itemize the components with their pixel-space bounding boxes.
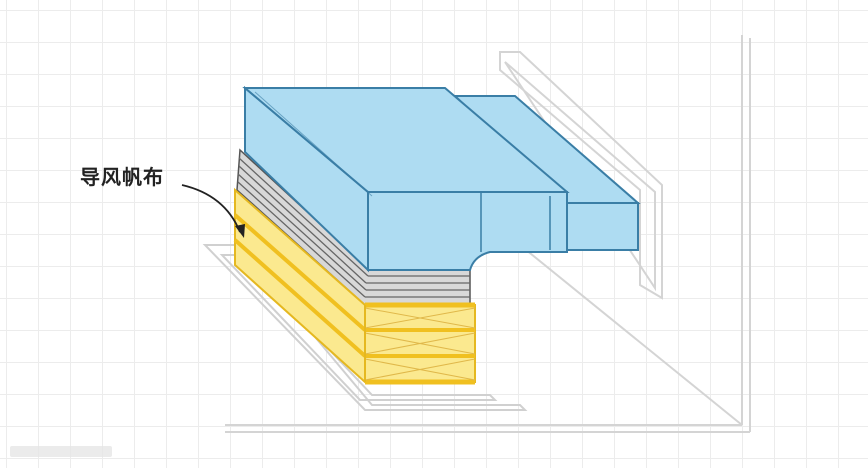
main-duct	[242, 85, 570, 273]
arrow-head-icon	[235, 224, 245, 238]
pointer-arrow	[181, 184, 241, 233]
canvas-connector-label: 导风帆布	[80, 165, 164, 189]
canvas-connector	[233, 187, 476, 385]
back-duct	[452, 95, 641, 251]
wall-lines	[225, 35, 751, 433]
watermark	[10, 446, 112, 457]
